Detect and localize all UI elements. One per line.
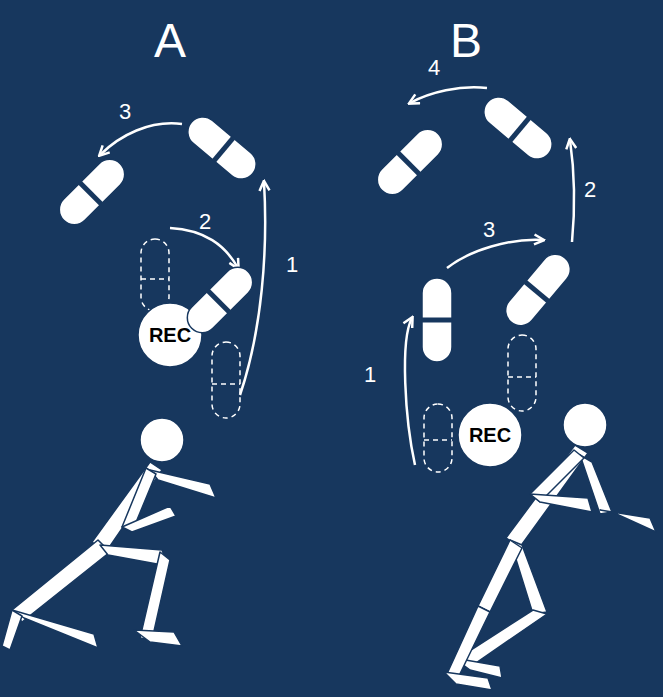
- footprint-bar: [214, 138, 233, 161]
- panel-label: B: [450, 13, 482, 68]
- step-arrow: [410, 87, 487, 103]
- figure-leg: [12, 610, 98, 648]
- step-arrow: [100, 123, 182, 155]
- step-arrow: [447, 240, 543, 268]
- receiver-circle: REC: [137, 302, 203, 368]
- callout-number: 4: [428, 55, 440, 81]
- callout-number: 3: [483, 217, 495, 243]
- figure-arm: [600, 510, 656, 532]
- footprint: [53, 153, 131, 231]
- callout-number: 1: [286, 252, 298, 278]
- node-label: REC: [149, 324, 191, 347]
- footprint-previous: [141, 239, 169, 311]
- figure-head: [563, 403, 607, 447]
- figure-leg: [140, 552, 170, 640]
- receiver-circle: REC: [457, 402, 523, 468]
- footprint-previous: [508, 335, 536, 411]
- step-arrow: [570, 140, 574, 242]
- footprint: [371, 123, 449, 201]
- figure-arm: [150, 470, 216, 498]
- footprint: [500, 248, 577, 332]
- callout-number: 2: [584, 177, 596, 203]
- footprint-bar: [141, 278, 169, 280]
- callout-number: 3: [119, 99, 131, 125]
- footprint-bar: [508, 376, 536, 378]
- figure-torso: [92, 462, 162, 552]
- footprint-previous: [424, 404, 452, 472]
- footprint-bar: [422, 318, 452, 323]
- figure-foot: [444, 672, 492, 690]
- footprint-bar: [510, 118, 529, 141]
- footprint-bar: [424, 439, 452, 441]
- figure-leg: [12, 540, 110, 622]
- callout-number: 1: [364, 362, 376, 388]
- footprint-bar: [212, 383, 240, 385]
- figure-head: [140, 418, 184, 462]
- callout-number: 2: [199, 209, 211, 235]
- footprint: [182, 111, 263, 185]
- node-label: REC: [469, 424, 511, 447]
- figure-foot: [2, 610, 22, 650]
- figure-foot: [134, 630, 182, 646]
- panel-label: A: [154, 13, 186, 68]
- step-arrow: [405, 318, 415, 465]
- footprint-bar: [80, 183, 101, 204]
- footprint: [422, 278, 452, 362]
- figure-leg: [446, 606, 490, 682]
- figure-leg: [478, 540, 522, 612]
- step-arrow: [240, 182, 265, 395]
- circle-shape: [458, 403, 522, 467]
- circle-shape: [138, 303, 202, 367]
- footprint: [478, 91, 559, 165]
- footprint-bar: [208, 291, 229, 312]
- footprint-bar: [525, 282, 548, 301]
- footprint-bar: [398, 153, 419, 174]
- figure-arm: [530, 494, 592, 512]
- figure-arm: [122, 506, 176, 532]
- footprint-previous: [212, 342, 240, 418]
